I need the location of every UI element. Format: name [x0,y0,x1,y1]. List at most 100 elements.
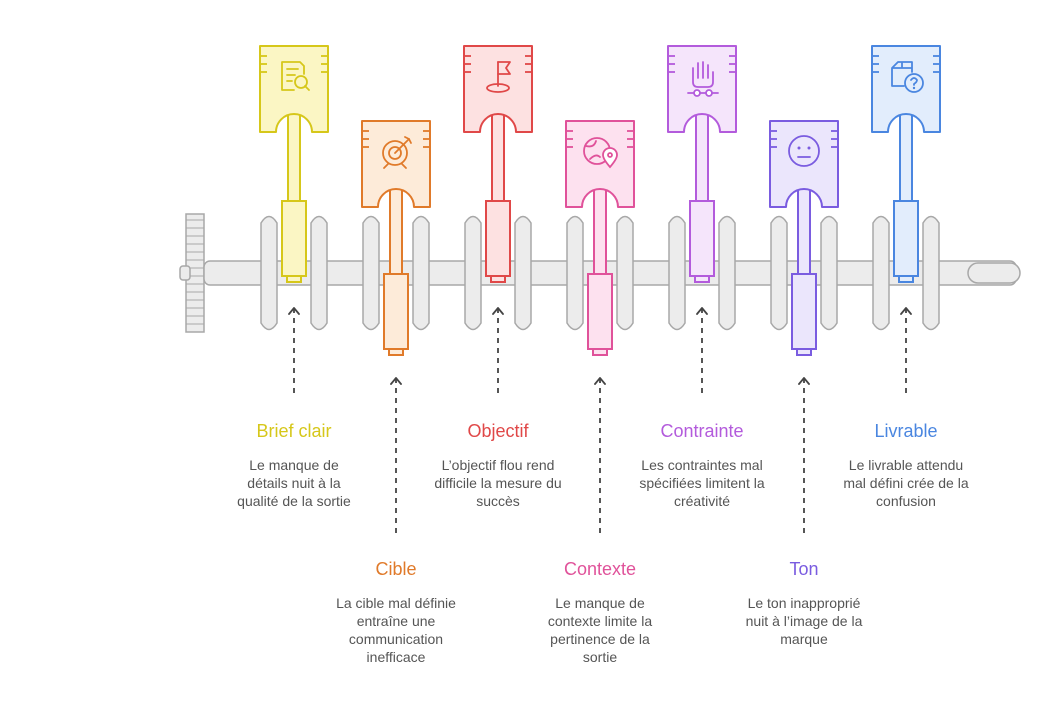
piston-3 [463,45,533,283]
journal-cap [694,275,710,283]
crank-journal [485,200,511,277]
arrow-head [492,307,504,315]
label-2: Cible La cible mal définie entraîne une com… [306,559,486,666]
arrow-head [390,377,402,385]
neutral-face-icon [788,135,820,167]
hand-restricted-icon [687,61,719,97]
description-line: nuit à l’image de la [745,613,863,629]
arrow-head [594,377,606,385]
piston-head [871,45,941,133]
arrow-head [696,307,708,315]
arrow-head [798,377,810,385]
description-line: Le livrable attendu [848,457,964,473]
crank-journal [893,200,919,277]
piston-head [769,120,839,208]
crank-web [668,215,686,331]
crank-web [362,215,380,331]
label-4: Contexte Le manque de contexte limite la pe… [510,559,690,666]
target-icon [382,136,412,169]
connecting-rod [389,180,403,276]
description-line: qualité de la sortie [237,493,351,509]
piston-4 [565,120,635,356]
label-description: Les contraintes mal spécifiées limitent l… [612,456,792,510]
crank-web [616,215,634,331]
crank-web [514,215,532,331]
piston-6 [769,120,839,356]
label-description: Le manque de contexte limite la pertinence… [510,594,690,666]
label-title: Contexte [563,559,637,579]
description-line: mal défini crée de la [843,475,969,491]
document-search-icon [281,61,310,91]
description-line: contexte limite la [547,613,653,629]
description-line: La cible mal définie [336,595,456,611]
crank-journal [383,273,409,350]
crank-web [770,215,788,331]
crank-web [260,215,278,331]
label-title: Contrainte [660,421,744,441]
description-line: Le manque de [555,595,645,611]
label-description: Le manque de détails nuit à la qualité de … [204,456,384,510]
description-line: créativité [673,493,731,509]
piston-head [667,45,737,133]
description-line: inefficace [366,649,426,665]
crank-web [310,215,328,331]
description-line: Les contraintes mal [641,457,763,473]
label-title: Cible [375,559,417,579]
piston-head [463,45,533,133]
description-line: difficile la mesure du [434,475,562,491]
crank-web [464,215,482,331]
crank-web [718,215,736,331]
connecting-rod [797,180,811,276]
arrow-head [288,307,300,315]
journal-cap [898,275,914,283]
label-title: Livrable [874,421,938,441]
label-description: Le livrable attendu mal défini crée de la… [816,456,996,510]
description-line: marque [780,631,828,647]
label-7: Livrable Le livrable attendu mal défini cr… [816,421,996,510]
flag-icon [486,61,511,93]
label-description: La cible mal définie entraîne une communic… [306,594,486,666]
flywheel-gear [179,213,205,333]
journal-cap [490,275,506,283]
piston-2 [361,120,431,356]
crank-journal [587,273,613,350]
label-title: Ton [789,559,819,579]
description-line: confusion [876,493,936,509]
piston-7 [871,45,941,283]
arrow-head [900,307,912,315]
journal-cap [592,348,608,356]
description-line: succès [476,493,520,509]
piston-head [361,120,431,208]
label-6: Ton Le ton inapproprié nuit à l’image de l… [714,559,894,648]
package-question-icon [891,61,924,93]
description-line: spécifiées limitent la [639,475,765,491]
journal-cap [286,275,302,283]
crank-web [566,215,584,331]
piston-head [259,45,329,133]
description-line: entraîne une [356,613,436,629]
label-title: Objectif [467,421,529,441]
crank-web [872,215,890,331]
description-line: pertinence de la [550,631,650,647]
crank-journal [689,200,715,277]
description-line: Le ton inapproprié [747,595,861,611]
description-line: Le manque de [249,457,339,473]
connecting-rod [593,180,607,276]
crank-web [820,215,838,331]
shaft-end [967,262,1021,284]
crank-journal [791,273,817,350]
piston-1 [259,45,329,283]
crank-web [412,215,430,331]
label-description: Le ton inapproprié nuit à l’image de la ma… [714,594,894,648]
description-line: détails nuit à la [247,475,341,491]
description-line: communication [348,631,444,647]
journal-cap [796,348,812,356]
piston-5 [667,45,737,283]
crank-journal [281,200,307,277]
journal-cap [388,348,404,356]
